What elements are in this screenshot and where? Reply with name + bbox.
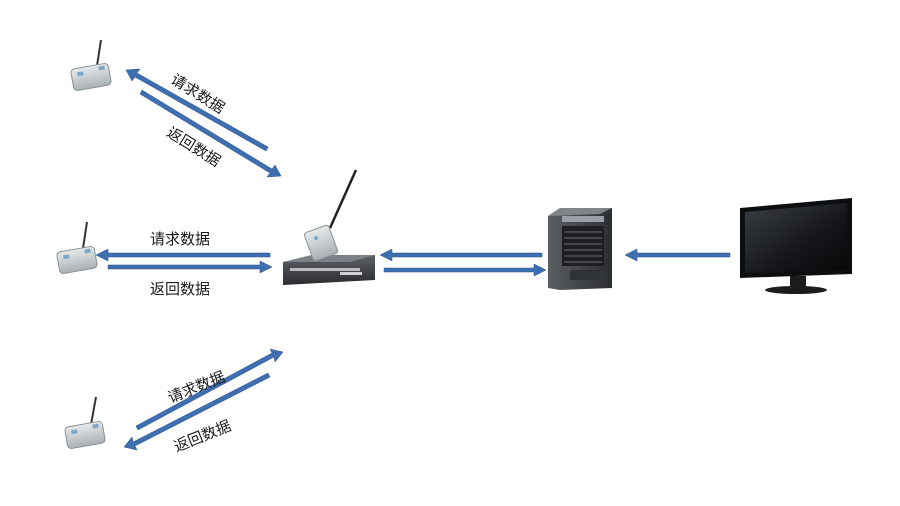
label-mid-return: 返回数据 — [150, 280, 211, 298]
arrow-monitor-to-server — [624, 248, 731, 262]
server-icon — [548, 208, 612, 290]
sensor-node-bottom-icon — [64, 396, 106, 449]
monitor-icon — [740, 198, 852, 294]
sensor-node-middle-icon — [56, 221, 98, 274]
arrow-mid-request — [95, 248, 271, 262]
arrow-mid-return — [107, 260, 273, 274]
arrow-server-to-gateway — [379, 248, 543, 262]
gateway-icon — [283, 169, 375, 285]
arrow-top-return — [139, 89, 282, 178]
sensor-node-top-icon — [70, 39, 112, 91]
label-mid-request: 请求数据 — [150, 230, 211, 248]
arrow-gateway-to-server — [383, 263, 547, 277]
arrow-top-request — [125, 68, 269, 152]
arrow-bottom-return — [123, 372, 271, 451]
arrow-bottom-request — [135, 348, 284, 431]
